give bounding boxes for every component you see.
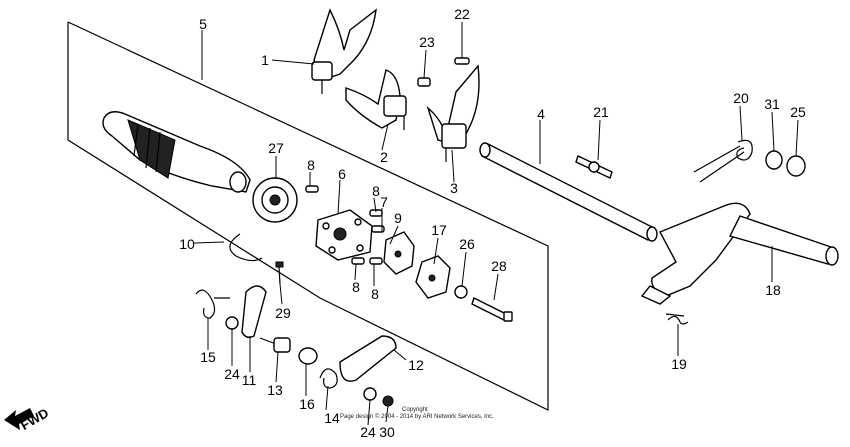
part-fork-shaft (479, 142, 658, 242)
callout-8-b: 8 (372, 183, 380, 199)
callout-8-c: 8 (352, 279, 360, 295)
callout-8-a: 8 (307, 157, 315, 173)
part-washer-25 (786, 155, 806, 177)
callout-28: 28 (491, 258, 507, 274)
fwd-arrow-icon (4, 408, 34, 430)
callout-27: 27 (268, 140, 284, 156)
part-bearing (252, 177, 298, 223)
part-bolt-29 (275, 261, 284, 285)
callout-4: 4 (537, 106, 545, 122)
callout-15: 15 (200, 349, 216, 365)
callout-6: 6 (338, 166, 346, 182)
part-spring-19 (665, 313, 689, 325)
part-spring-15 (195, 289, 230, 319)
part-washer-24 (225, 316, 239, 330)
subassembly-outline (67, 21, 549, 411)
part-nut (382, 395, 394, 407)
callout-17: 17 (431, 222, 447, 238)
part-stopper-arm (339, 335, 397, 382)
part-shift-fork-2 (345, 69, 407, 130)
callout-2: 2 (380, 149, 388, 165)
callout-10: 10 (179, 236, 195, 252)
callout-24-b: 24 (360, 424, 376, 440)
callout-8-d: 8 (371, 286, 379, 302)
callout-11: 11 (241, 372, 257, 388)
callout-14: 14 (324, 410, 340, 426)
callout-22: 22 (454, 6, 470, 22)
part-washer-24-lower (363, 387, 377, 401)
callout-3: 3 (450, 180, 458, 196)
part-shift-drum (102, 111, 251, 193)
callout-7: 7 (380, 194, 388, 210)
callout-23: 23 (419, 34, 435, 50)
part-pin-22 (454, 57, 470, 65)
callout-25: 25 (790, 104, 806, 120)
callout-16: 16 (299, 396, 315, 412)
part-collar (259, 337, 291, 353)
callout-1: 1 (261, 52, 269, 68)
callout-21: 21 (593, 104, 609, 120)
part-drum-center (315, 209, 373, 261)
part-stopper-plate (415, 255, 451, 299)
callout-29: 29 (275, 305, 291, 321)
part-clip (229, 233, 263, 262)
callout-5: 5 (199, 16, 207, 32)
callout-12: 12 (408, 357, 424, 373)
copyright-notice: Page design © 2004 - 2014 by ARI Network… (340, 414, 494, 420)
callout-26: 26 (459, 236, 475, 252)
part-shift-fork-1 (311, 8, 377, 94)
part-spring-20 (693, 139, 753, 183)
part-washer-26 (454, 285, 468, 299)
part-shift-fork-3 (426, 64, 480, 162)
callout-30: 30 (379, 424, 395, 440)
callout-19: 19 (671, 356, 687, 372)
part-spring-14 (319, 368, 338, 389)
part-pin-23 (417, 77, 431, 87)
copyright-title: Copyright (402, 407, 428, 413)
leader-lines (193, 22, 799, 426)
callout-20: 20 (733, 90, 749, 106)
part-roller (298, 347, 318, 365)
callout-13: 13 (267, 382, 283, 398)
callout-24-a: 24 (224, 366, 240, 382)
callout-9: 9 (394, 210, 402, 226)
part-arm-11 (241, 285, 267, 339)
part-gearshift-spindle (640, 202, 839, 305)
callout-18: 18 (765, 282, 781, 298)
part-pin-21 (575, 155, 613, 179)
part-bolt (471, 297, 513, 322)
part-plate (383, 231, 415, 275)
part-washer-31 (765, 150, 783, 170)
callout-31: 31 (764, 96, 780, 112)
